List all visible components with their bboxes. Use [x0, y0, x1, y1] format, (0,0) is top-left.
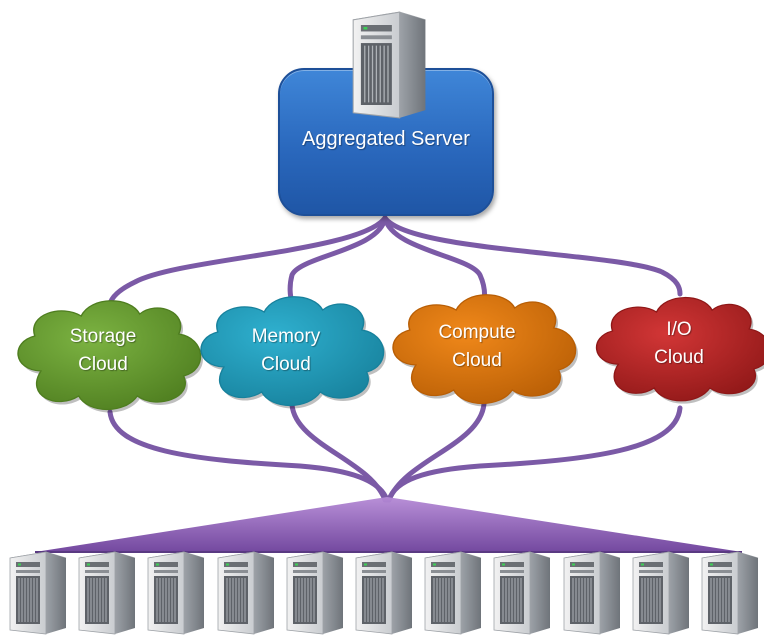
io-cloud — [595, 297, 764, 404]
server-tower-icon — [283, 548, 345, 638]
connector-top-io — [382, 215, 683, 297]
server-tower-icon — [348, 6, 428, 124]
server-tower-icon — [75, 548, 137, 638]
distribution-fan — [35, 497, 742, 552]
compute-cloud-label: Compute Cloud — [402, 319, 552, 375]
cloud-label-line2: Cloud — [261, 354, 311, 375]
cloud-label-line1: Memory — [251, 326, 321, 347]
storage-cloud-label: Storage Cloud — [28, 323, 178, 379]
server-tower-icon — [698, 548, 760, 638]
cloud-label-line1: I/O — [666, 319, 692, 340]
io-cloud-label: I/O Cloud — [604, 316, 754, 372]
connector-top-storage — [106, 215, 388, 315]
cloud-label-line2: Cloud — [654, 347, 704, 368]
server-tower-icon — [490, 548, 552, 638]
server-tower-icon — [144, 548, 206, 638]
cloud-label-line1: Compute — [438, 322, 516, 343]
memory-cloud-label: Memory Cloud — [211, 323, 361, 379]
connector-io-bottom — [386, 405, 683, 503]
server-tower-icon — [560, 548, 622, 638]
aggregated-server-label: Aggregated Server — [302, 128, 470, 150]
server-tower-icon — [421, 548, 483, 638]
cloud-label-line2: Cloud — [452, 350, 502, 371]
server-tower-icon — [352, 548, 414, 638]
compute-cloud — [392, 294, 578, 407]
cloud-label-line1: Storage — [69, 326, 137, 347]
cloud-label-line2: Cloud — [78, 354, 128, 375]
connector-storage-bottom — [107, 409, 390, 503]
server-tower-icon — [6, 548, 68, 638]
connector-top-memory — [287, 215, 388, 305]
server-tower-icon — [214, 548, 276, 638]
storage-cloud — [17, 300, 203, 413]
connector-top-compute — [382, 215, 487, 305]
memory-cloud — [200, 296, 386, 409]
connector-memory-bottom — [289, 402, 388, 503]
server-tower-icon — [629, 548, 691, 638]
